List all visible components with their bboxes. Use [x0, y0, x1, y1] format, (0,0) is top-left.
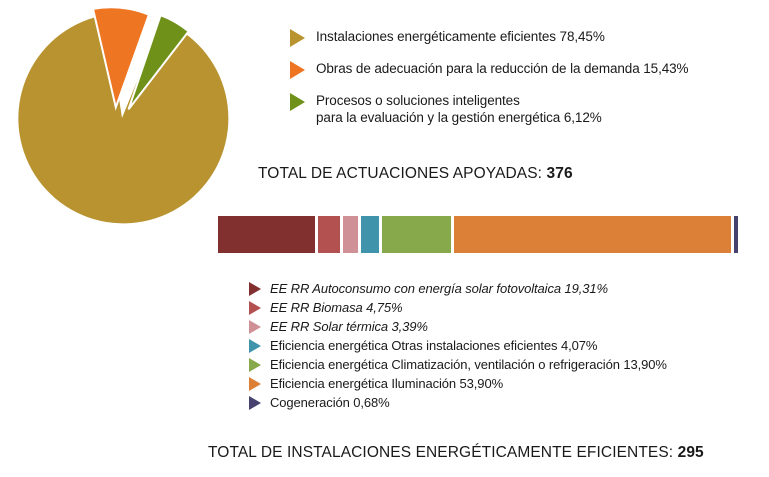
bar-segment-autoconsumo[interactable]	[218, 216, 319, 253]
pie-slices	[18, 6, 229, 224]
legend-item-iluminacion[interactable]: Eficiencia energética Iluminación 53,90%	[249, 374, 749, 393]
triangle-marker-icon	[249, 357, 261, 372]
legend-item-label: EE RR Solar térmica 3,39%	[270, 319, 428, 334]
bar-segment-solar-termica[interactable]	[343, 216, 361, 253]
legend-item-climatizacion[interactable]: Eficiencia energética Climatización, ven…	[249, 355, 749, 374]
legend-item-label: Instalaciones energéticamente eficientes…	[316, 29, 605, 44]
triangle-marker-icon	[249, 319, 261, 334]
legend-item-label: Eficiencia energética Climatización, ven…	[270, 357, 667, 372]
legend-item-label: Obras de adecuación para la reducción de…	[316, 61, 689, 76]
stacked-bar-chart	[218, 216, 738, 253]
legend-item-label: Eficiencia energética Iluminación 53,90%	[270, 376, 504, 391]
legend-item-procesos[interactable]: Procesos o soluciones inteligentes para …	[290, 92, 760, 126]
triangle-marker-icon	[290, 93, 305, 111]
total-actuaciones-apoyadas: TOTAL DE ACTUACIONES APOYADAS: 376	[258, 165, 573, 183]
triangle-marker-icon	[290, 61, 305, 79]
legend-item-cogeneracion[interactable]: Cogeneración 0,68%	[249, 393, 749, 412]
bar-segment-climatizacion[interactable]	[381, 216, 455, 253]
total-actuaciones-label: TOTAL DE ACTUACIONES APOYADAS:	[258, 165, 547, 182]
triangle-marker-icon	[249, 300, 261, 315]
bar-segment-cogeneracion[interactable]	[734, 216, 738, 253]
total-instalaciones-value: 295	[677, 444, 704, 461]
pie-legend: Instalaciones energéticamente eficientes…	[290, 28, 760, 126]
legend-item-solar-termica[interactable]: EE RR Solar térmica 3,39%	[249, 317, 749, 336]
legend-item-autoconsumo[interactable]: EE RR Autoconsumo con energía solar foto…	[249, 279, 749, 298]
legend-item-label: EE RR Biomasa 4,75%	[270, 300, 403, 315]
legend-item-label: EE RR Autoconsumo con energía solar foto…	[270, 281, 608, 296]
legend-item-label: Procesos o soluciones inteligentes para …	[316, 93, 602, 125]
pie-slice-instalaciones	[18, 14, 229, 224]
total-actuaciones-value: 376	[546, 165, 573, 182]
pie-slice-obras	[91, 6, 151, 111]
legend-item-label: Eficiencia energética Otras instalacione…	[270, 338, 598, 353]
bar-legend: EE RR Autoconsumo con energía solar foto…	[249, 279, 749, 412]
pie-chart	[18, 6, 229, 224]
bar-segment-otras-instalaciones[interactable]	[360, 216, 382, 253]
legend-item-biomasa[interactable]: EE RR Biomasa 4,75%	[249, 298, 749, 317]
triangle-marker-icon	[249, 395, 261, 410]
legend-item-label: Cogeneración 0,68%	[270, 395, 390, 410]
triangle-marker-icon	[290, 29, 305, 47]
triangle-marker-icon	[249, 376, 261, 391]
triangle-marker-icon	[249, 338, 261, 353]
triangle-marker-icon	[249, 281, 261, 296]
total-instalaciones-eficientes: TOTAL DE INSTALACIONES ENERGÉTICAMENTE E…	[208, 444, 704, 462]
bar-segment-biomasa[interactable]	[318, 216, 344, 253]
legend-item-obras[interactable]: Obras de adecuación para la reducción de…	[290, 60, 760, 79]
bar-segment-iluminacion[interactable]	[454, 216, 735, 253]
legend-item-instalaciones[interactable]: Instalaciones energéticamente eficientes…	[290, 28, 760, 47]
total-instalaciones-label: TOTAL DE INSTALACIONES ENERGÉTICAMENTE E…	[208, 444, 678, 461]
legend-item-otras-instalaciones[interactable]: Eficiencia energética Otras instalacione…	[249, 336, 749, 355]
pie-slice-procesos	[127, 13, 190, 111]
